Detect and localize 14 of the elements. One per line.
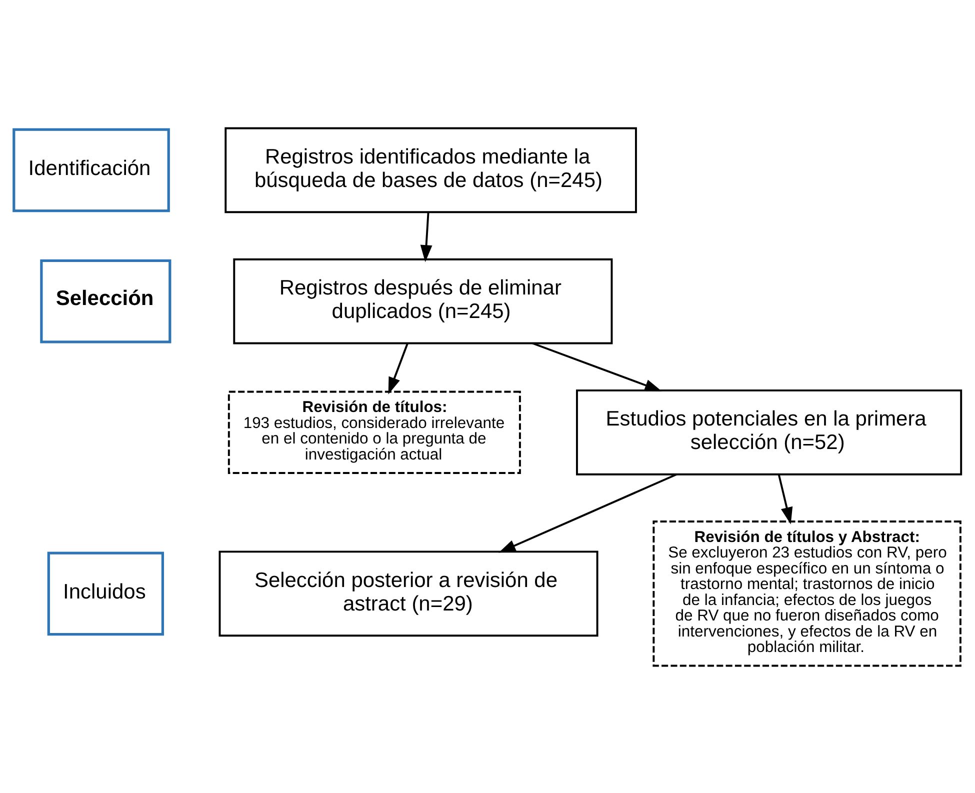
node-box: Selección — [40, 258, 172, 343]
node-box: Incluidos — [47, 551, 164, 636]
arrow — [778, 474, 793, 524]
node-box: Selección posterior a revisión de astract (n=29) — [218, 550, 598, 636]
arrow — [532, 342, 662, 391]
node-box: Estudios potenciales en la primera selección (n=52) — [576, 388, 962, 475]
arrow — [420, 212, 432, 262]
arrow — [388, 342, 408, 394]
node-box: Revisión de títulos: 193 estudios, considerado irrelevante en el contenido o la pregunta de investigación actual — [228, 390, 521, 474]
arrow — [498, 472, 678, 552]
node-box: Registros después de eliminar duplicados (n=245) — [233, 258, 613, 344]
node-box: Revisión de títulos y Abstract: Se excluyeron 23 estudios con RV, pero sin enfoque específico en un síntoma o trastorno mental; trastornos de inicio de la infancia; efectos de los juegos de RV que no fueron diseñados como intervenciones, y efectos de la RV en población militar. — [652, 520, 962, 666]
node-box: Registros identificados mediante la búsqueda de bases de datos (n=245) — [224, 126, 637, 213]
node-box: Identificación — [12, 128, 170, 212]
